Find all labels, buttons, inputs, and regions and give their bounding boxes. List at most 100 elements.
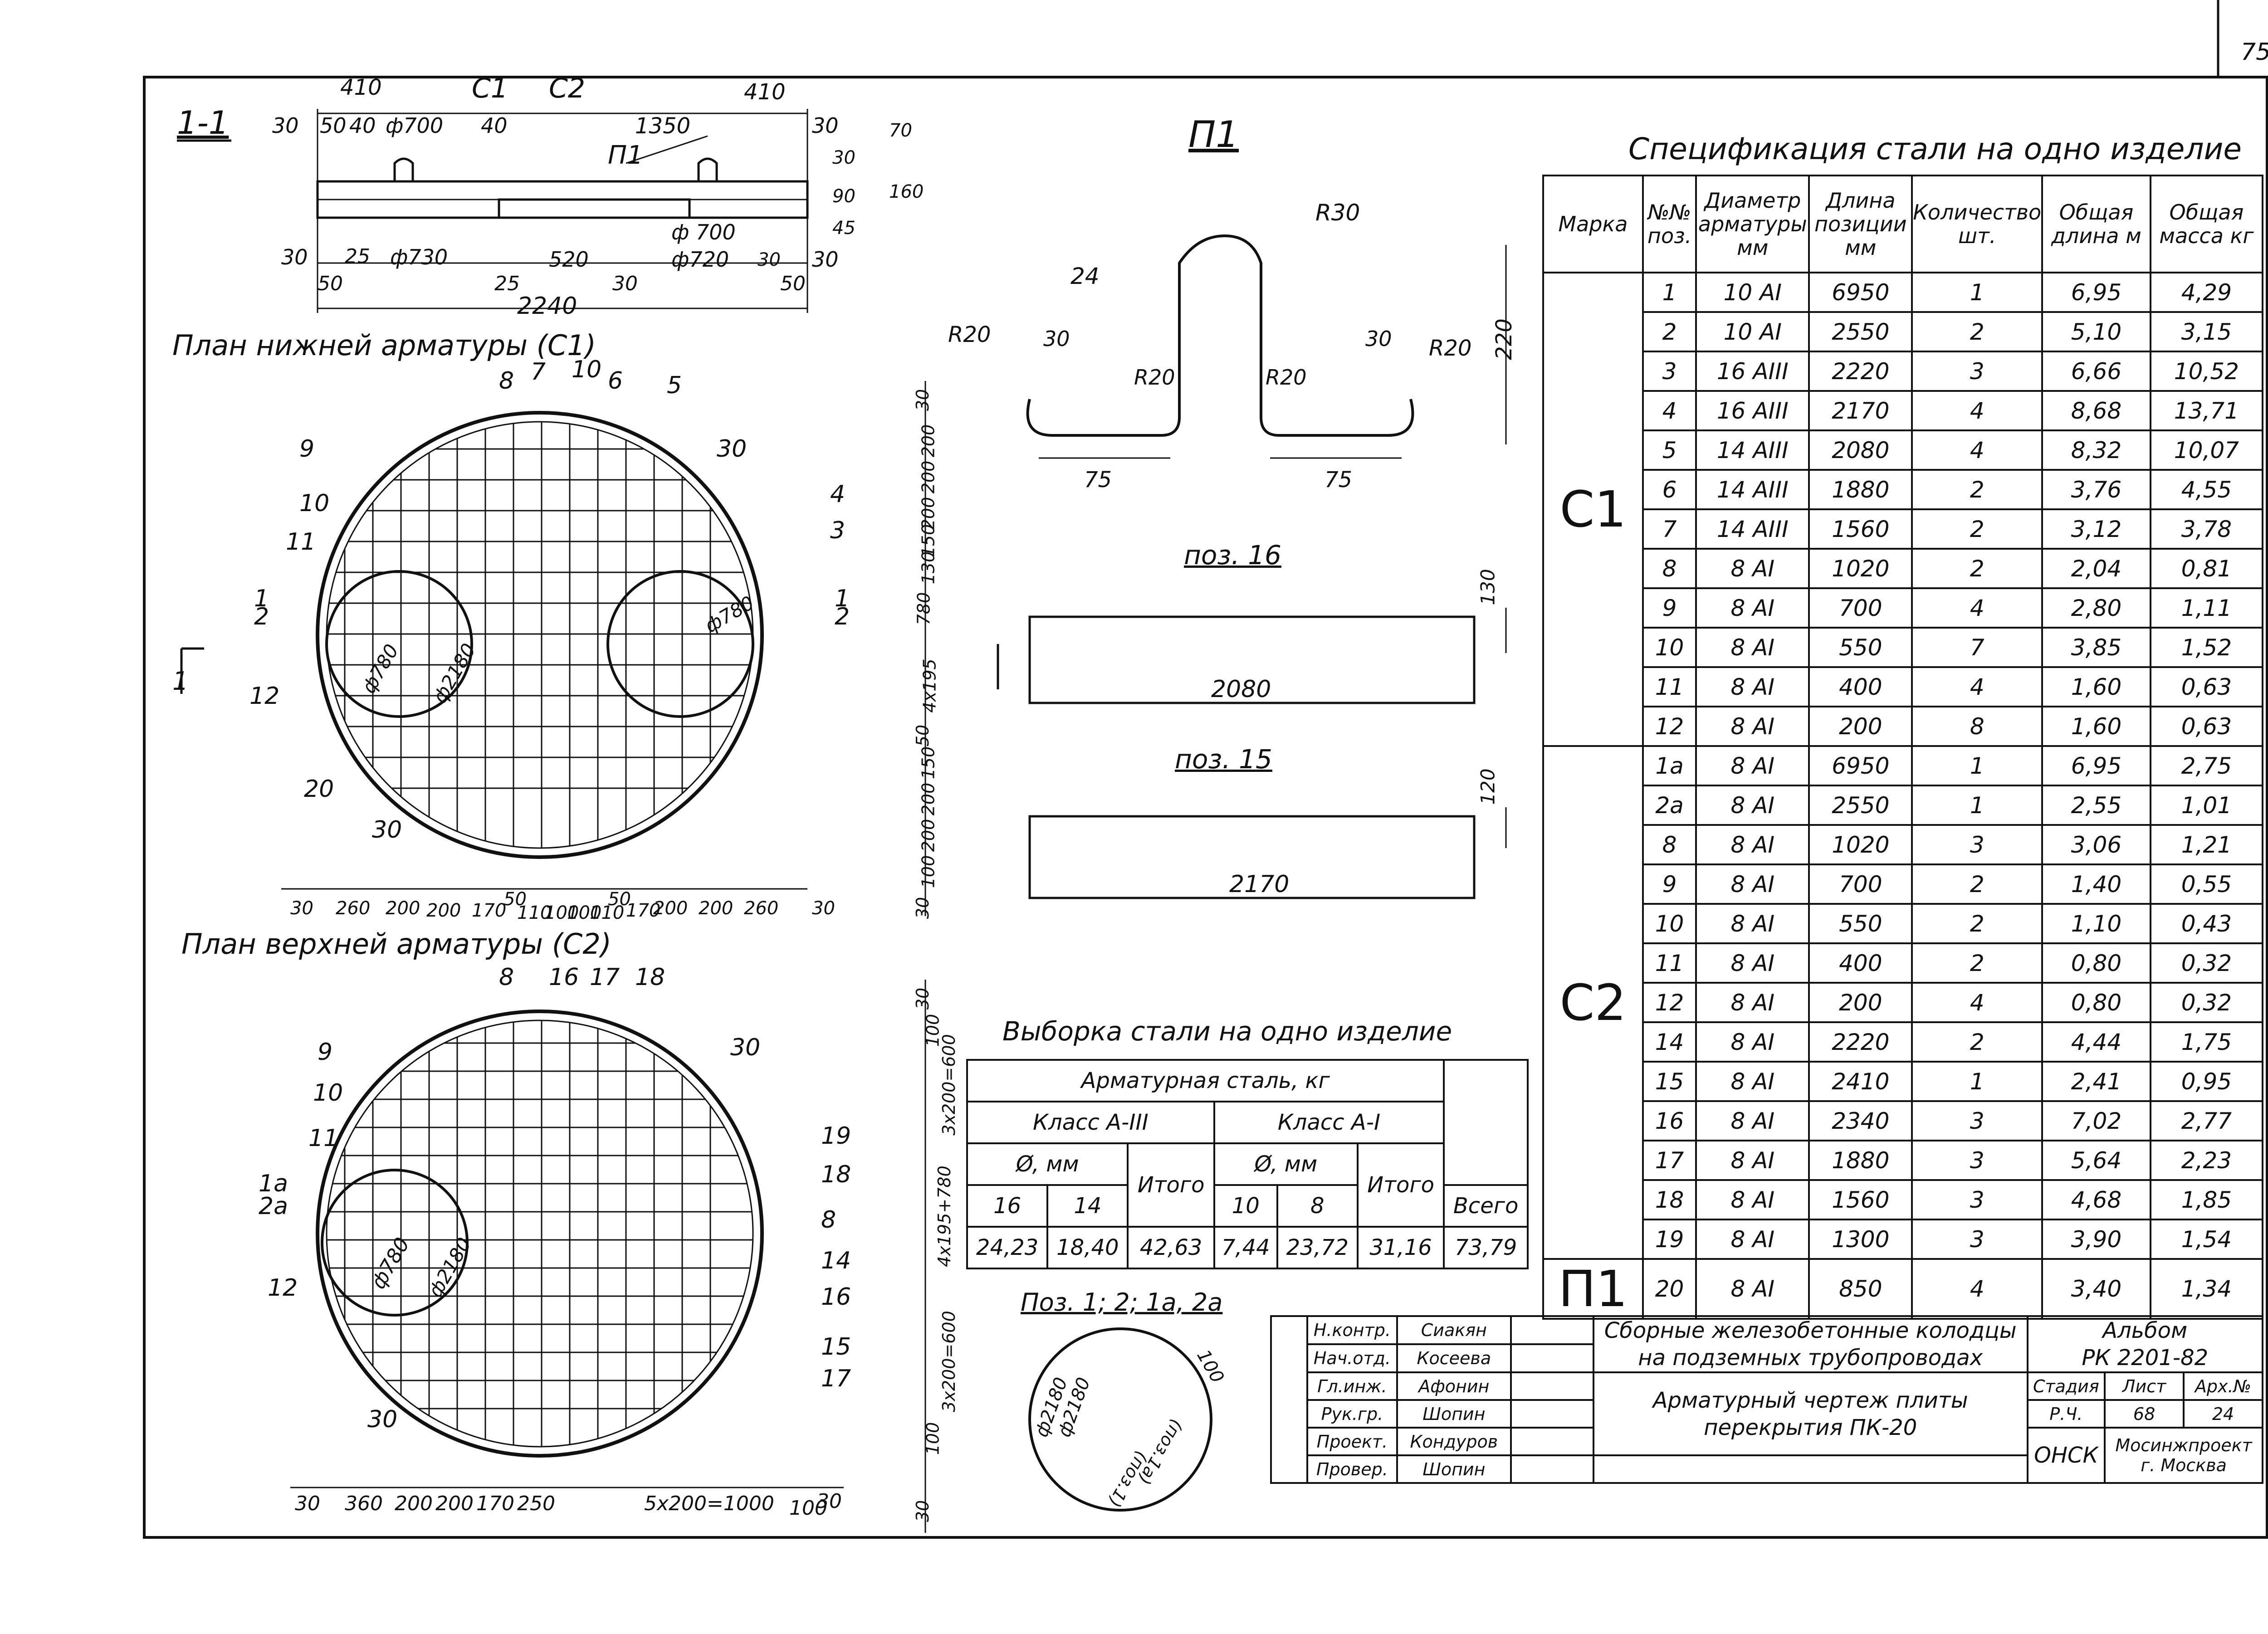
plan-upper-bottom-dim: 200 <box>395 1492 433 1515</box>
plan-lower-bottom-dim: 200 <box>699 898 733 919</box>
spec-cell: 12 <box>1642 982 1697 1023</box>
pos15-length: 2170 <box>1229 871 1290 898</box>
p1-section-label: П1 <box>608 141 643 170</box>
p1-bar-shape <box>1026 234 1507 459</box>
plan-lower-bottom-dim: 260 <box>336 898 371 919</box>
title-block-role: Рук.гр. <box>1306 1399 1398 1429</box>
section-1-1 <box>177 109 809 313</box>
spec-cell: 2,04 <box>2041 548 2151 589</box>
spec-cell: 1,75 <box>2149 1021 2264 1063</box>
plan-upper-bottom-dim: 250 <box>517 1492 555 1515</box>
spec-cell: 2,75 <box>2149 745 2264 786</box>
spec-cell: 2220 <box>1808 1021 1913 1063</box>
plan-upper-side-dim: 30 <box>913 1500 933 1522</box>
title-block-signature <box>1510 1427 1594 1456</box>
plan-upper-callout: 17 <box>821 1365 851 1392</box>
plan-lower-bottom-dim: 170 <box>626 900 661 921</box>
spec-header: Общая масса кг <box>2149 175 2264 273</box>
spec-cell: 8 АI <box>1695 982 1810 1023</box>
plan-upper-bottom-dim: 30 <box>295 1492 320 1515</box>
vyborka-col: 16 <box>966 1184 1049 1228</box>
plan-upper-callout: 8 <box>499 964 514 991</box>
plan-upper-drawing <box>290 980 926 1533</box>
title-block-signature <box>1510 1315 1594 1345</box>
pos-detail-drawing <box>1028 1327 1212 1512</box>
section-dim: С1 <box>472 73 508 104</box>
vyborka-col: 8 <box>1276 1184 1359 1228</box>
p1-dim: 30 <box>1365 327 1392 351</box>
plan-upper-callout: 9 <box>318 1039 333 1066</box>
spec-cell: 2550 <box>1808 311 1913 352</box>
spec-cell: 2080 <box>1808 429 1913 471</box>
album-code: РК 2201-82 <box>2082 1345 2209 1371</box>
spec-cell: 200 <box>1808 982 1913 1023</box>
section-dim: 50 <box>320 113 347 138</box>
plan-lower-bottom-dim: 50 <box>608 889 631 910</box>
spec-cell: 3 <box>1911 351 2043 392</box>
plan-lower-bottom-dim: 50 <box>503 889 527 910</box>
plan-upper-callout: 15 <box>821 1333 851 1361</box>
section-dim: С2 <box>549 73 586 104</box>
spec-cell: 8 АI <box>1695 1140 1810 1181</box>
title-block-org-short: ОНСК <box>2026 1427 2106 1484</box>
spec-cell: 6,66 <box>2041 351 2151 392</box>
spec-cell: 3,90 <box>2041 1219 2151 1260</box>
plan-upper-callout: 19 <box>821 1122 851 1150</box>
plan-lower-side-dim: 50 <box>913 724 933 747</box>
spec-cell: 10,07 <box>2149 429 2264 471</box>
spec-cell: 2а <box>1642 785 1697 826</box>
section-dim: 30 <box>812 113 839 138</box>
spec-cell: 4 <box>1911 982 2043 1023</box>
plan-upper-callout: 8 <box>821 1206 836 1234</box>
title-block-person: Шопин <box>1396 1454 1512 1484</box>
spec-cell: 10,52 <box>2149 351 2264 392</box>
plan-lower-side-dim: 30 <box>913 389 933 411</box>
plan-upper-callout: 2а <box>259 1193 288 1220</box>
plan-lower-callout: 30 <box>372 816 402 844</box>
spec-cell: 0,43 <box>2149 903 2264 944</box>
vyborka-value: 23,72 <box>1276 1226 1359 1269</box>
plan-upper-bottom-dim: 100 <box>789 1497 827 1520</box>
plan-upper-side-dim: 3х200=600 <box>938 1311 959 1412</box>
section-dim: ф 700 <box>671 220 736 244</box>
title-block-person: Кондуров <box>1396 1427 1512 1456</box>
spec-cell: 4 <box>1911 390 2043 431</box>
plan-lower-bottom-dim: 110 <box>517 902 552 923</box>
spec-cell: 8 АI <box>1695 1258 1810 1320</box>
spec-cell: 1020 <box>1808 548 1913 589</box>
vyborka-title: Выборка стали на одно изделие <box>1002 1016 1452 1047</box>
p1-dim: R20 <box>1266 365 1307 390</box>
plan-lower-callout: 8 <box>499 367 514 395</box>
plan-lower-callout: 7 <box>531 358 546 385</box>
spec-cell: 4 <box>1911 587 2043 629</box>
spec-cell: 19 <box>1642 1219 1697 1260</box>
spec-cell: 8 <box>1911 706 2043 747</box>
plan-lower-bottom-dim: 200 <box>653 898 688 919</box>
spec-cell: 4,55 <box>2149 469 2264 510</box>
section-dim: 160 <box>889 181 924 202</box>
section-dim: 90 <box>832 186 855 207</box>
spec-cell: 4,29 <box>2149 272 2264 313</box>
title-block-signature <box>1510 1343 1594 1373</box>
spec-cell: 1,01 <box>2149 785 2264 826</box>
spec-cell: 14 АIII <box>1695 429 1810 471</box>
plan-upper-callout: 16 <box>549 964 579 991</box>
p1-dim: R20 <box>948 322 991 347</box>
plan-upper-bottom-dim: 5х200=1000 <box>644 1492 774 1515</box>
spec-cell: 11 <box>1642 666 1697 707</box>
spec-cell: 10 <box>1642 627 1697 668</box>
section-dim: 30 <box>612 272 638 295</box>
plan-upper-bottom-dim: 200 <box>435 1492 474 1515</box>
spec-cell: 12 <box>1642 706 1697 747</box>
spec-cell: 0,81 <box>2149 548 2264 589</box>
spec-cell: 1,40 <box>2041 863 2151 905</box>
title-block-person: Шопин <box>1396 1399 1512 1429</box>
spec-cell: 8 АI <box>1695 824 1810 865</box>
spec-cell: 0,80 <box>2041 942 2151 984</box>
